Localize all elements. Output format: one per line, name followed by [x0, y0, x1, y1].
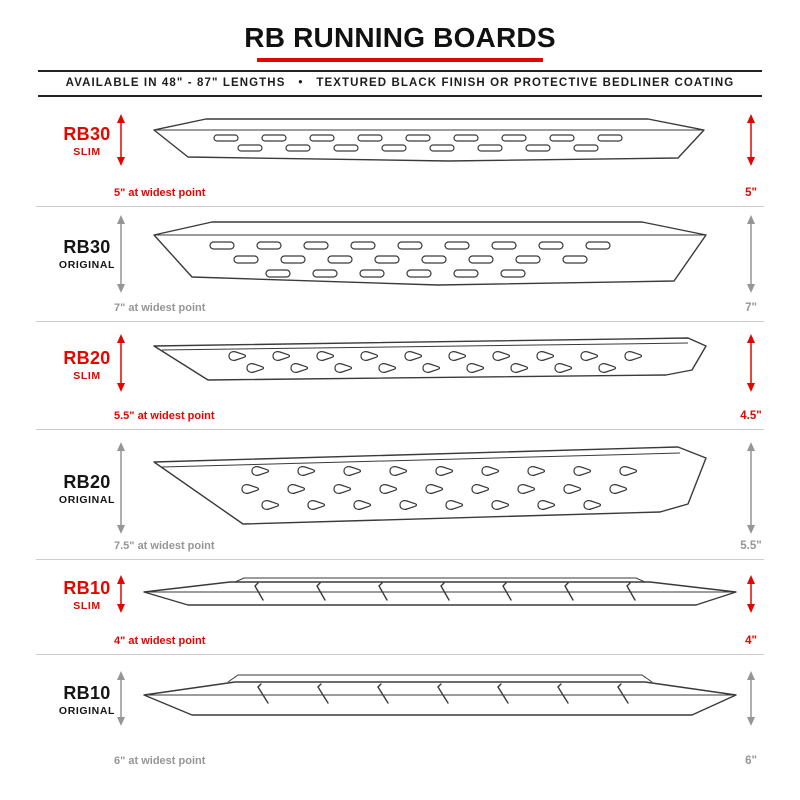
width-arrow-left [117, 334, 125, 392]
width-label: 5.5" at widest point [114, 410, 215, 422]
width-arrow-left [117, 671, 125, 726]
board-row-rb10-original: RB10 ORIGINAL 6" at widest point 6" [0, 655, 800, 775]
model-name: RB10 [63, 578, 111, 598]
width-arrow-right [747, 575, 755, 613]
width-arrow-right [747, 215, 755, 293]
model-name: RB20 [63, 472, 111, 492]
rb30-slim-diagram [153, 118, 705, 162]
width-arrow-right [747, 334, 755, 392]
board-label: RB20 ORIGINAL [34, 472, 140, 506]
width-arrow-right [747, 671, 755, 726]
board-row-rb30-slim: RB30 SLIM 5" at widest point 5" [0, 100, 800, 207]
board-label: RB30 ORIGINAL [34, 237, 140, 271]
width-arrow-right [747, 114, 755, 166]
variant-name: ORIGINAL [58, 494, 116, 506]
width-end-label: 4" [745, 635, 757, 647]
availability-subtitle: AVAILABLE IN 48" - 87" LENGTHS • TEXTURE… [38, 70, 762, 97]
variant-name: SLIM [73, 146, 101, 158]
variant-name: SLIM [73, 600, 101, 612]
rb10-original-diagram [143, 674, 737, 716]
board-label: RB10 ORIGINAL [34, 683, 140, 717]
board-label: RB30 SLIM [34, 124, 140, 158]
width-end-label: 4.5" [740, 410, 762, 422]
model-name: RB30 [63, 237, 111, 257]
board-row-rb10-slim: RB10 SLIM 4" at widest point 4" [0, 560, 800, 655]
board-row-rb20-slim: RB20 SLIM 5.5" at widest point 4.5" [0, 322, 800, 430]
width-label: 5" at widest point [114, 187, 206, 199]
width-end-label: 5.5" [740, 540, 762, 552]
title-underline [257, 58, 543, 62]
width-arrow-left [117, 442, 125, 534]
width-label: 6" at widest point [114, 755, 206, 767]
variant-name: ORIGINAL [58, 705, 116, 717]
page-header: RB RUNNING BOARDS AVAILABLE IN 48" - 87"… [0, 0, 800, 100]
width-label: 4" at widest point [114, 635, 206, 647]
width-end-label: 7" [745, 302, 757, 314]
board-row-rb30-original: RB30 ORIGINAL 7" at widest point 7" [0, 207, 800, 322]
width-label: 7" at widest point [114, 302, 206, 314]
board-label: RB10 SLIM [34, 578, 140, 612]
board-row-rb20-original: RB20 ORIGINAL 7.5" at widest point 5.5" [0, 430, 800, 560]
model-name: RB30 [63, 124, 111, 144]
rb20-original-diagram [153, 446, 707, 525]
width-arrow-right [747, 442, 755, 534]
rb20-slim-diagram [153, 337, 707, 381]
rb30-original-diagram [153, 221, 707, 286]
width-end-label: 6" [745, 755, 757, 767]
variant-name: SLIM [73, 370, 101, 382]
rb10-slim-diagram [143, 577, 737, 606]
width-label: 7.5" at widest point [114, 540, 215, 552]
model-name: RB20 [63, 348, 111, 368]
width-arrow-left [117, 114, 125, 166]
variant-name: ORIGINAL [58, 259, 116, 271]
board-label: RB20 SLIM [34, 348, 140, 382]
width-end-label: 5" [745, 187, 757, 199]
page-title: RB RUNNING BOARDS [244, 22, 556, 53]
model-name: RB10 [63, 683, 111, 703]
width-arrow-left [117, 215, 125, 293]
width-arrow-left [117, 575, 125, 613]
